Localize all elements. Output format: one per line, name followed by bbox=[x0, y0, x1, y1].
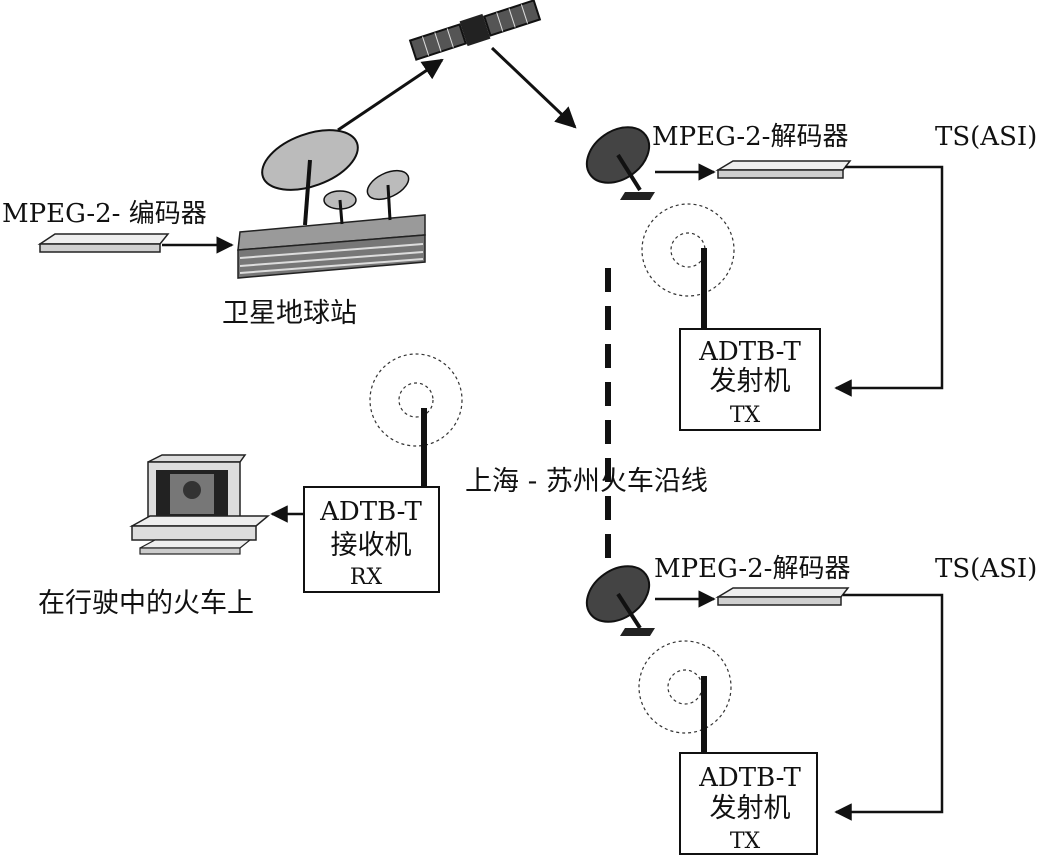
antenna-icon bbox=[638, 640, 732, 755]
encoder-device-icon bbox=[37, 233, 170, 253]
transmitter-bottom-line3: TX bbox=[730, 829, 761, 854]
satellite-dish-icon bbox=[585, 565, 655, 636]
rail-line-label: 上海 - 苏州火车沿线 bbox=[465, 466, 708, 497]
ts-top-link bbox=[834, 165, 944, 397]
train-caption: 在行驶中的火车上 bbox=[38, 588, 254, 619]
satellite-dish-icon bbox=[585, 126, 655, 200]
antenna-icon bbox=[369, 353, 463, 488]
downlink-arrow bbox=[490, 46, 577, 129]
encoder-label: MPEG-2- 编码器 bbox=[2, 199, 207, 229]
ground-station-label: 卫星地球站 bbox=[222, 298, 357, 329]
transmitter-bottom-line2: 发射机 bbox=[710, 793, 791, 824]
transmitter-bottom-box bbox=[679, 752, 818, 855]
receiver-line1: ADTB-T bbox=[319, 497, 422, 527]
transmitter-top-box bbox=[679, 328, 821, 431]
ts-bottom-link bbox=[834, 593, 944, 821]
decoder-top-label: MPEG-2-解码器 bbox=[652, 122, 848, 152]
transmitter-bottom-line1: ADTB-T bbox=[698, 763, 801, 793]
decoder-bottom-label: MPEG-2-解码器 bbox=[654, 554, 850, 584]
receiver-line2: 接收机 bbox=[331, 530, 412, 561]
receiver-line3: RX bbox=[350, 565, 383, 590]
ts-bottom-label: TS(ASI) bbox=[935, 554, 1037, 584]
transmitter-top-line2: 发射机 bbox=[710, 366, 791, 397]
receiver-box bbox=[303, 486, 440, 593]
antenna-icon bbox=[641, 203, 735, 330]
satellite-icon bbox=[408, 0, 542, 61]
uplink-arrow bbox=[337, 58, 444, 132]
decoder-top-device-icon bbox=[715, 160, 852, 179]
ts-top-label: TS(ASI) bbox=[935, 122, 1037, 152]
ground-station-icon bbox=[237, 129, 426, 279]
transmitter-top-line1: ADTB-T bbox=[698, 337, 801, 367]
decoder-bottom-device-icon bbox=[715, 587, 850, 606]
transmitter-top-line3: TX bbox=[730, 403, 761, 428]
computer-icon bbox=[129, 454, 271, 555]
